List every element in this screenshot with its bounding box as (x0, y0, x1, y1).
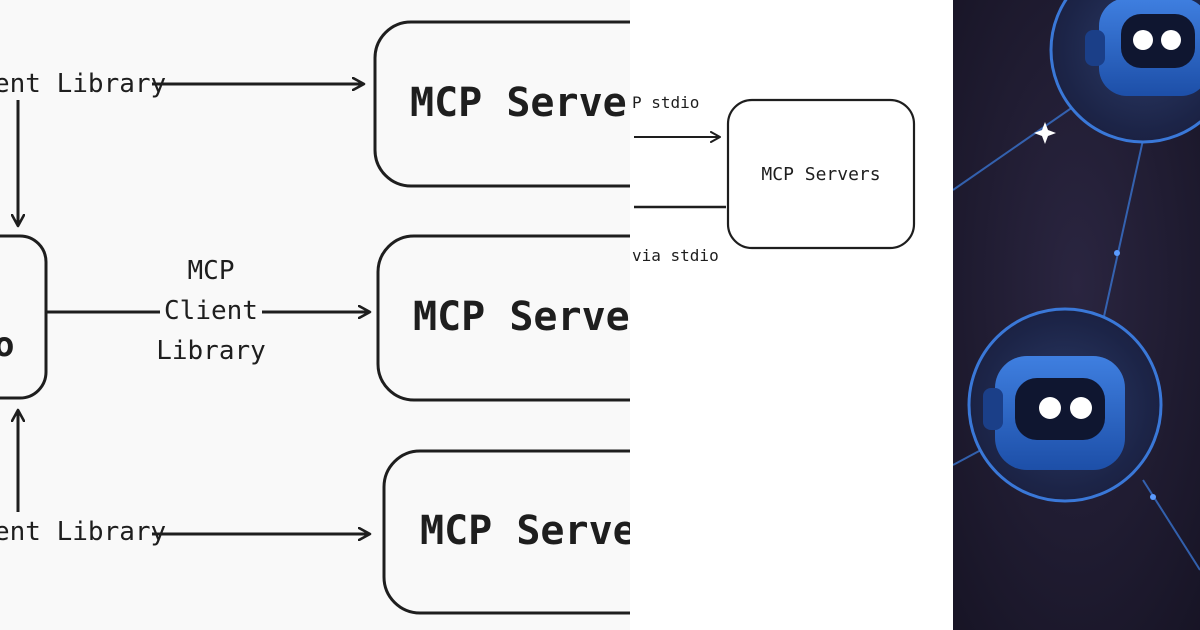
mid-server-box (726, 98, 916, 250)
left-diagram-svg: o ent Library MCP Serve MCP Client Libra… (0, 20, 630, 615)
robot-eye (1161, 30, 1181, 50)
mid-bottom-arrow-label: via stdio (632, 246, 719, 265)
host-box (0, 234, 48, 400)
robot-eye (1133, 30, 1153, 50)
server-box-1 (373, 20, 630, 188)
robot-eye (1070, 397, 1092, 419)
middle-diagram-panel: P stdio via stdio MCP Servers (630, 0, 953, 630)
robot-eye (1039, 397, 1061, 419)
server-box-2-label: MCP Serve (413, 294, 630, 340)
server-box-1-label: MCP Serve (410, 80, 627, 126)
middle-arrow-label-line-3: Library (156, 336, 266, 366)
left-diagram-panel: o ent Library MCP Serve MCP Client Libra… (0, 20, 630, 615)
network-line (953, 449, 982, 466)
server-box-2 (376, 234, 630, 402)
sparkle-icon (1034, 122, 1056, 144)
server-box-3 (382, 449, 630, 615)
network-line (953, 99, 1084, 191)
network-dot (1150, 494, 1156, 500)
robot-illustration-panel (953, 0, 1200, 630)
network-dot (1114, 250, 1120, 256)
bottom-arrow-label: ent Library (0, 517, 166, 547)
middle-diagram-svg: P stdio via stdio MCP Servers (632, 93, 916, 265)
robot-illustration-svg (953, 0, 1200, 630)
mid-top-arrow-label: P stdio (632, 93, 699, 112)
middle-arrow-label-line-1: MCP (188, 256, 235, 286)
server-box-3-label: MCP Serve (420, 508, 630, 554)
network-line (1100, 139, 1144, 331)
robot-node-top (1049, 0, 1200, 144)
robot-node-middle (967, 307, 1163, 503)
host-box-label: o (0, 325, 14, 365)
top-arrow-label: ent Library (0, 69, 166, 99)
middle-arrow-label-line-2: Client (164, 296, 258, 326)
mid-server-box-label: MCP Servers (761, 164, 880, 185)
